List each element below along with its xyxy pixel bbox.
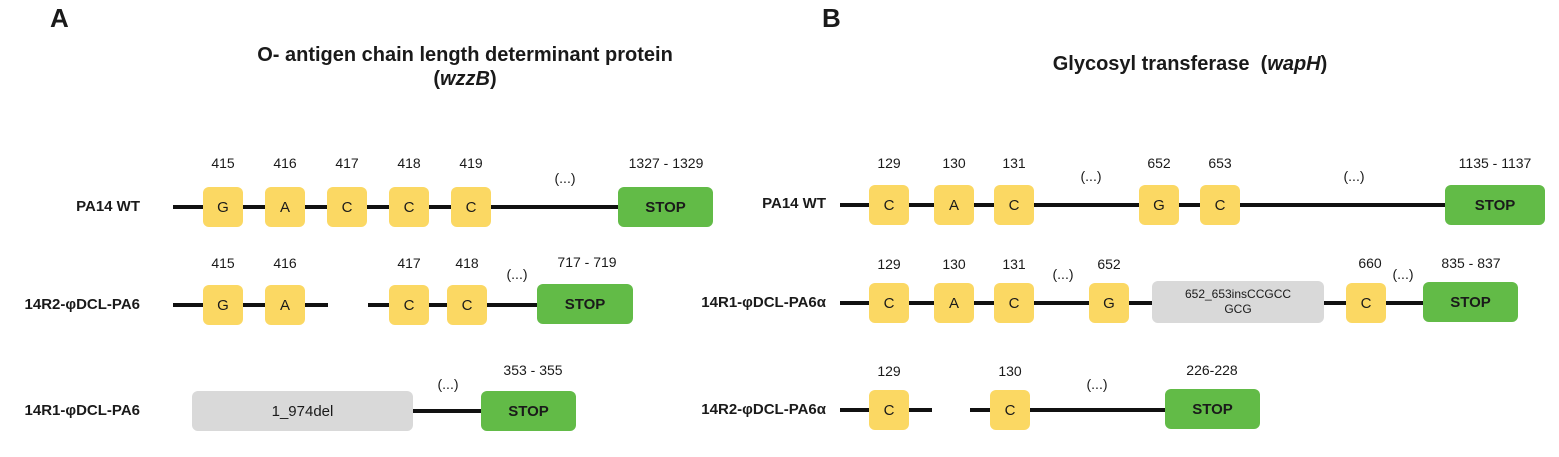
b-row2-ellipsis-2: (...) [1392,266,1414,282]
panel-b-gene-name: wapH [1267,53,1321,75]
b-row1-ellipsis-1: (...) [1080,168,1102,184]
b-row3-ellipsis: (...) [1086,376,1108,392]
b-row3-gene-line-right [970,408,1170,412]
panel-a-title-line2: (wzzB) [433,68,497,90]
a-row1-base-a: A [265,187,305,227]
b-row2-base-c3: C [1346,283,1386,323]
a-row1-stop-codon: STOP [618,187,713,227]
b-row1-base-c1: C [869,185,909,225]
a-row1-pos-419: 419 [459,155,483,171]
a-row2-base-c2: C [447,285,487,325]
b-row1-pos-129: 129 [877,155,901,171]
b-row1-pos-652: 652 [1147,155,1171,171]
b-row2-pos-129: 129 [877,256,901,272]
a-row2-pos-415: 415 [211,255,235,271]
b-row1-base-c2: C [994,185,1034,225]
b-row2-pos-660: 660 [1358,255,1382,271]
b-row3-pos-130: 130 [998,363,1022,379]
b-row2-insertion-line2: GCG [1224,302,1252,316]
b-row3-base-c2: C [990,390,1030,430]
a-row3-label: 14R1-φDCL-PA6 [24,402,140,419]
a-row1-ellipsis: (...) [554,170,576,186]
b-row2-pos-131: 131 [1002,256,1026,272]
a-row2-pos-416: 416 [273,255,297,271]
panel-a-gene-name: wzzB [440,68,490,90]
b-row2-ellipsis-1: (...) [1052,266,1074,282]
a-row3-deletion-box: 1_974del [192,391,413,431]
a-row3-stop-codon: STOP [481,391,576,431]
a-row1-base-c3: C [451,187,491,227]
a-row1-base-c2: C [389,187,429,227]
a-row1-pos-stop: 1327 - 1329 [628,155,704,171]
a-row1-base-g: G [203,187,243,227]
b-row2-base-c1: C [869,283,909,323]
panel-a-title: O- antigen chain length determinant prot… [165,43,765,91]
b-row2-base-g: G [1089,283,1129,323]
panel-a-letter: A [50,3,69,33]
b-row2-gene-line [840,301,1430,305]
panel-b-title: Glycosyl transferase (wapH) [1052,53,1328,75]
b-row2-pos-652: 652 [1097,256,1121,272]
panel-b-title-text: Glycosyl transferase [1052,53,1250,75]
a-row3-pos-stop: 353 - 355 [503,362,563,378]
b-row3-pos-stop: 226-228 [1186,362,1238,378]
b-row1-stop-codon: STOP [1445,185,1545,225]
a-row3-ellipsis: (...) [437,376,459,392]
a-row1-pos-417: 417 [335,155,359,171]
b-row1-ellipsis-2: (...) [1343,168,1365,184]
a-row3-gene-line [410,409,485,413]
b-row1-pos-stop: 1135 - 1137 [1458,155,1532,171]
panel-b-letter: B [822,3,841,33]
b-row1-label: PA14 WT [762,195,826,212]
a-row2-gene-line-left [173,303,328,307]
b-row2-stop-codon: STOP [1423,282,1518,322]
b-row3-stop-codon: STOP [1165,389,1260,429]
b-row1-base-g: G [1139,185,1179,225]
panel-a-title-line1: O- antigen chain length determinant prot… [257,44,673,66]
b-row3-pos-129: 129 [877,363,901,379]
a-row1-pos-416: 416 [273,155,297,171]
b-row3-base-c1: C [869,390,909,430]
a-row2-stop-codon: STOP [537,284,633,324]
b-row2-pos-stop: 835 - 837 [1441,255,1501,271]
b-row1-base-a: A [934,185,974,225]
a-row2-pos-418: 418 [455,255,479,271]
a-row1-base-c1: C [327,187,367,227]
b-row2-insertion-box: 652_653insCCGCC GCG [1152,281,1324,323]
a-row2-base-a: A [265,285,305,325]
b-row1-pos-131: 131 [1002,155,1026,171]
a-row2-label: 14R2-φDCL-PA6 [24,296,140,313]
b-row1-pos-653: 653 [1208,155,1232,171]
b-row2-base-a: A [934,283,974,323]
b-row1-base-c3: C [1200,185,1240,225]
b-row2-insertion-line1: 652_653insCCGCC [1184,287,1292,301]
b-row1-pos-130: 130 [942,155,966,171]
a-row2-base-c1: C [389,285,429,325]
a-row1-pos-418: 418 [397,155,421,171]
a-row2-base-g: G [203,285,243,325]
a-row1-pos-415: 415 [211,155,235,171]
a-row2-pos-stop: 717 - 719 [557,254,617,270]
a-row1-label: PA14 WT [76,198,140,215]
b-row2-pos-130: 130 [942,256,966,272]
b-row2-base-c2: C [994,283,1034,323]
b-row2-label: 14R1-φDCL-PA6α [701,294,826,311]
a-row2-pos-417: 417 [397,255,421,271]
b-row3-label: 14R2-φDCL-PA6α [701,401,826,418]
a-row2-ellipsis: (...) [506,266,528,282]
